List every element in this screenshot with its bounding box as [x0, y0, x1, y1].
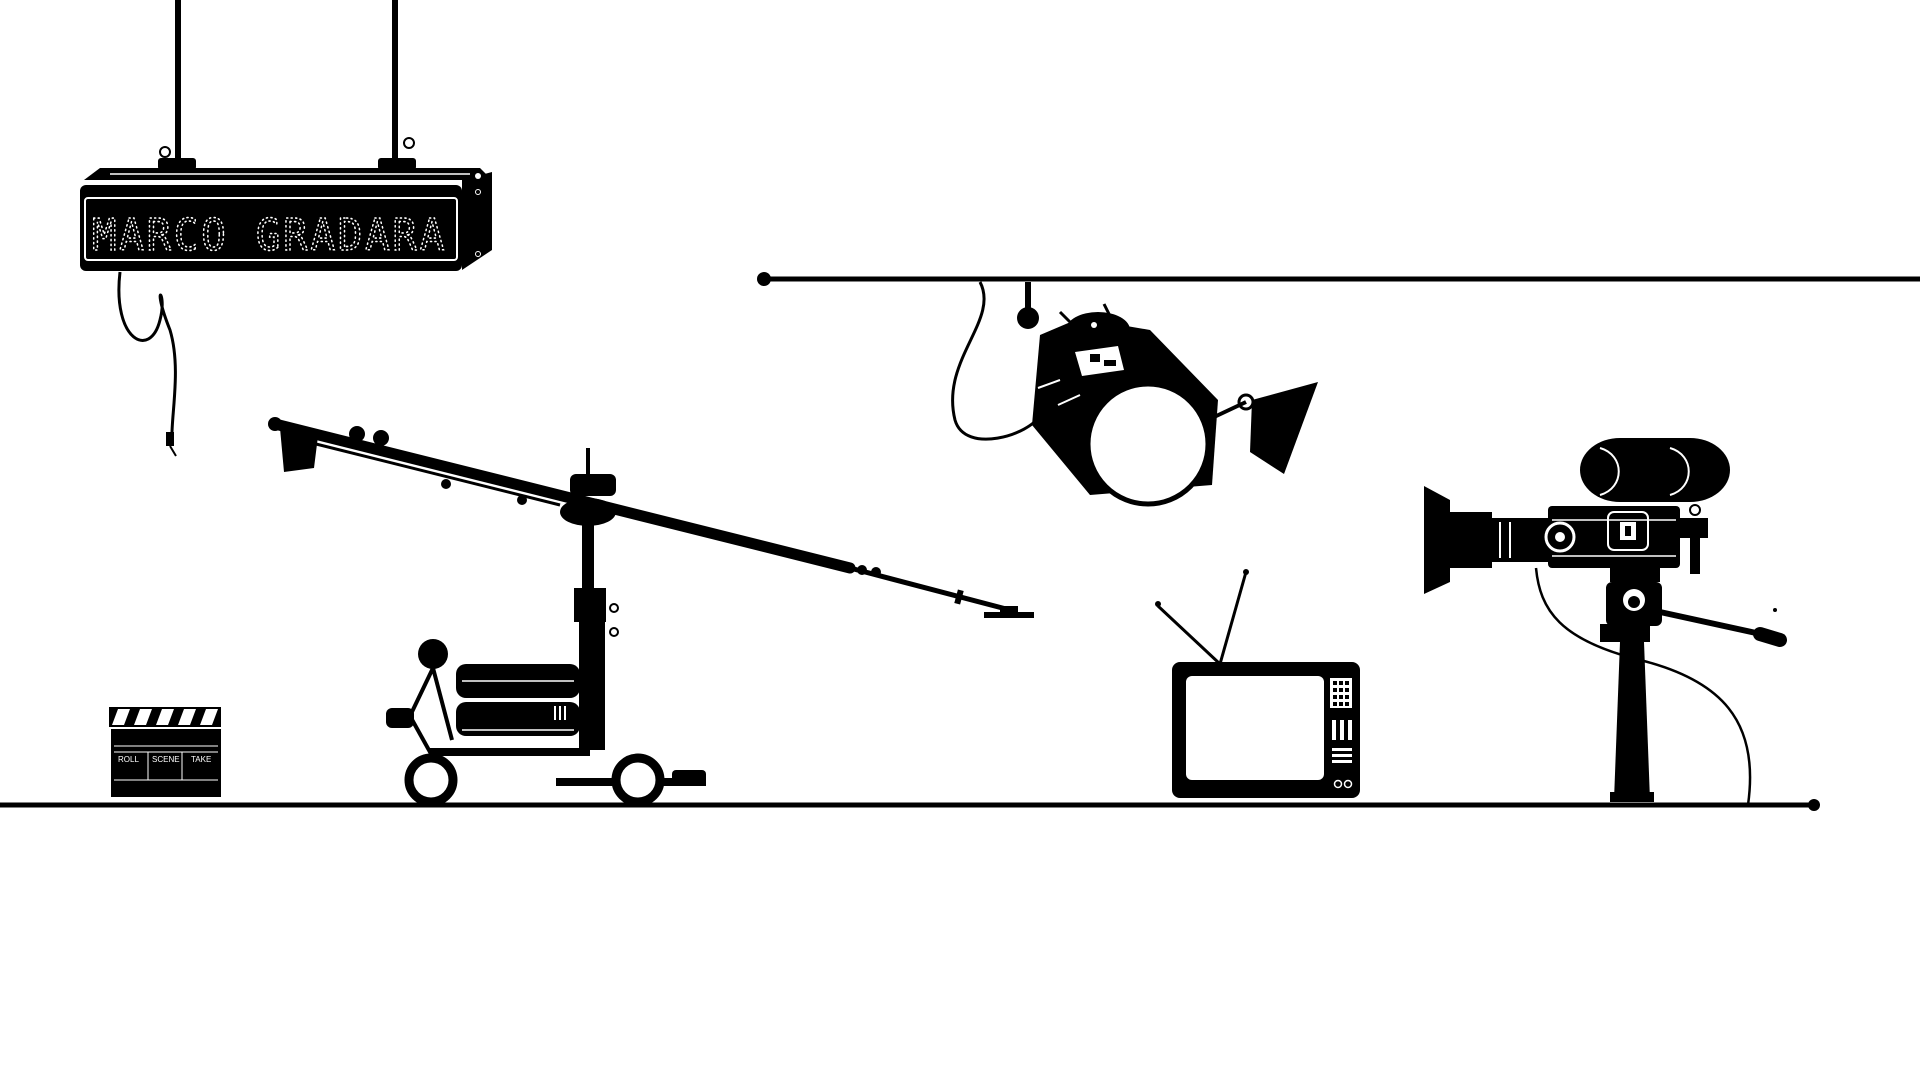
- stage-light-icon: [951, 281, 1318, 507]
- clapperboard-icon: ROLL SCENE TAKE: [109, 707, 221, 797]
- slate-label-scene: SCENE: [152, 755, 180, 764]
- sign-text: MARCO GRADARA: [92, 210, 447, 261]
- camera-crane-icon: [268, 417, 1034, 807]
- television-icon: [1155, 569, 1360, 798]
- slate-label-take: TAKE: [191, 755, 211, 764]
- floor-line: [0, 799, 1820, 811]
- slate-label-roll: ROLL: [118, 755, 139, 764]
- film-camera-icon: [1424, 438, 1787, 806]
- ceiling-rail: [757, 272, 1920, 286]
- led-sign-icon: MARCO GRADARA: [80, 0, 492, 457]
